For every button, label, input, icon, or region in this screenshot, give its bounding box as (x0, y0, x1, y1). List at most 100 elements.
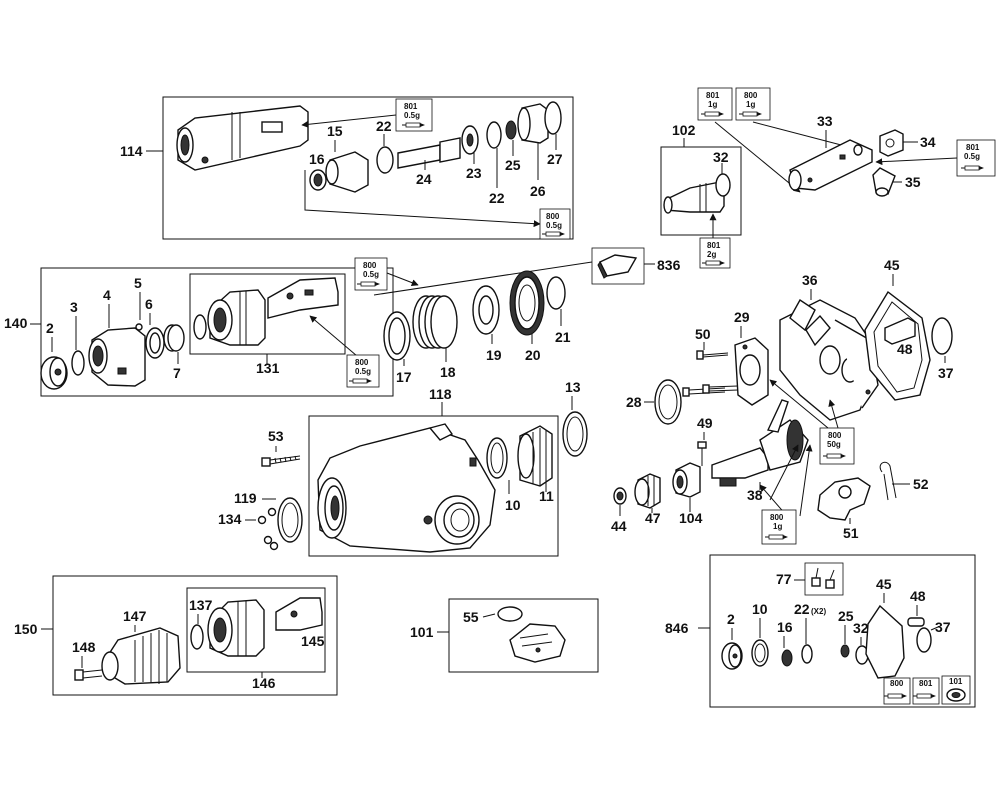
callout-4: 4 (103, 287, 111, 303)
group-33: 801 1g 800 1g 33 34 (697, 87, 996, 197)
group-102-frame (660, 146, 742, 236)
callout-148: 148 (72, 639, 96, 655)
svg-text:800: 800 (828, 431, 842, 440)
part-23 (461, 125, 479, 155)
part-switch-51 (817, 477, 871, 521)
part-25b (840, 644, 850, 658)
svg-text:101: 101 (949, 677, 963, 686)
callout-137: 137 (189, 597, 213, 613)
svg-text:0.5g: 0.5g (355, 367, 371, 376)
part-ring-37b (916, 627, 932, 653)
part-146-sleeve (207, 599, 265, 657)
callout-134: 134 (218, 511, 242, 527)
svg-text:0.5g: 0.5g (546, 221, 562, 230)
part-screw-49 (697, 441, 707, 466)
callout-101: 101 (410, 624, 434, 640)
callout-37b: 37 (935, 619, 951, 635)
part-102 (663, 181, 725, 214)
svg-text:800: 800 (363, 261, 377, 270)
callout-2b: 2 (727, 611, 735, 627)
part-15 (325, 151, 369, 193)
grease-tag-g6: 800 1g (735, 87, 771, 121)
callout-104: 104 (679, 510, 703, 526)
callout-47: 47 (645, 510, 661, 526)
group-114: 114 15 16 22 (120, 96, 574, 240)
svg-text:0.5g: 0.5g (964, 152, 980, 161)
part-balls-134 (257, 507, 279, 551)
callout-25b: 25 (838, 608, 854, 624)
callout-51: 51 (843, 525, 859, 541)
part-836-kit (591, 247, 645, 285)
part-19 (472, 285, 500, 335)
callout-34: 34 (920, 134, 936, 150)
grease-tag-g4: 800 0.5g (354, 257, 388, 291)
group-118-frame (308, 415, 559, 557)
group-140: 140 2 3 4 5 6 7 (4, 267, 394, 397)
callout-118: 118 (429, 386, 452, 402)
part-ring-37a (931, 317, 953, 355)
grease-tag-g2: 800 0.5g (539, 208, 571, 240)
part-cap-101 (509, 623, 566, 663)
part-screw-148 (74, 669, 103, 681)
callout-147: 147 (123, 608, 147, 624)
part-ring-55 (497, 606, 523, 622)
callout-23: 23 (466, 165, 482, 181)
part-chuck-147 (101, 627, 181, 685)
svg-text:1g: 1g (708, 100, 717, 109)
callout-36: 36 (802, 272, 818, 288)
part-barrel-114 (176, 105, 309, 171)
group-114-frame (162, 96, 574, 240)
callout-150: 150 (14, 621, 38, 637)
svg-text:0.5g: 0.5g (363, 270, 379, 279)
svg-text:50g: 50g (827, 440, 841, 449)
callout-140: 140 (4, 315, 28, 331)
group-150: 150 148 147 137 145 (14, 575, 338, 696)
svg-text:801: 801 (404, 102, 418, 111)
part-pin-24 (397, 137, 461, 169)
svg-text:801: 801 (966, 143, 980, 152)
part-brushes-77 (804, 562, 844, 596)
group-150-frame (52, 575, 338, 696)
part-131-sleeve (207, 289, 266, 346)
part-bearing-47 (634, 473, 661, 509)
svg-text:800: 800 (744, 91, 758, 100)
callout-11: 11 (539, 488, 554, 504)
callout-24: 24 (416, 171, 432, 187)
group-118: 118 10 11 (308, 386, 559, 557)
callout-32a: 32 (713, 149, 729, 165)
part-bearing-104 (672, 462, 701, 498)
callout-2a: 2 (46, 320, 54, 336)
kit-icon-101: 101 (941, 675, 971, 705)
callout-55: 55 (463, 609, 479, 625)
grease-tag-g7: 801 0.5g (956, 139, 996, 177)
callout-27: 27 (547, 151, 563, 167)
callout-836: 836 (657, 257, 681, 273)
callout-29: 29 (734, 309, 750, 325)
part-sleeve-4 (88, 327, 146, 387)
svg-text:1g: 1g (773, 522, 782, 531)
part-o-ring-32a (715, 173, 731, 197)
group-846: 846 77 2 10 16 22 (X2) 25 32 (665, 554, 976, 708)
callout-37a: 37 (938, 365, 954, 381)
callout-38: 38 (747, 487, 763, 503)
callout-77: 77 (776, 571, 792, 587)
part-29 (734, 337, 769, 406)
callout-25: 25 (505, 157, 521, 173)
callout-16: 16 (309, 151, 325, 167)
callout-45b: 45 (876, 576, 892, 592)
svg-text:800: 800 (355, 358, 369, 367)
callout-33: 33 (817, 113, 833, 129)
callout-22b: 22 (489, 190, 505, 206)
callout-32b: 32 (853, 620, 869, 636)
part-cap-2b (721, 642, 743, 670)
callout-19: 19 (486, 347, 502, 363)
svg-text:801: 801 (706, 91, 720, 100)
callout-10b: 10 (752, 601, 768, 617)
callout-17: 17 (396, 369, 412, 385)
svg-text:0.5g: 0.5g (404, 111, 420, 120)
part-screw-53 (261, 455, 301, 467)
part-housing-118 (317, 423, 496, 553)
grease-tag-g10: 800 1g (761, 509, 797, 545)
callout-35: 35 (905, 174, 921, 190)
